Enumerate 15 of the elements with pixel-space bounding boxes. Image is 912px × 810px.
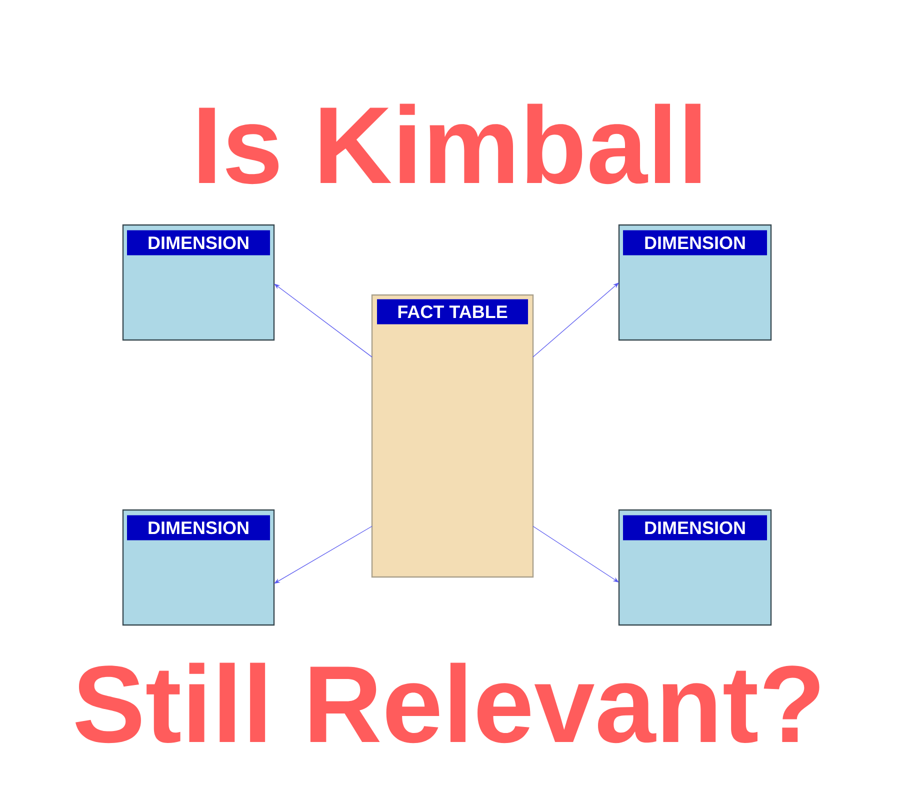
arrow <box>274 284 372 358</box>
dimension-table <box>122 509 275 626</box>
table-header: FACT TABLE <box>377 299 528 324</box>
table-header: DIMENSION <box>623 515 768 540</box>
table-header: DIMENSION <box>623 230 768 256</box>
dimension-table <box>122 224 275 341</box>
table-header: DIMENSION <box>127 230 270 256</box>
caption: Still Relevant? <box>75 662 820 744</box>
title: Is Kimball <box>199 104 700 184</box>
arrow <box>532 526 619 582</box>
dimension-table <box>618 224 772 341</box>
table-header: DIMENSION <box>127 515 270 540</box>
arrow <box>532 282 619 358</box>
dimension-table <box>618 509 772 626</box>
fact-table <box>371 294 534 578</box>
